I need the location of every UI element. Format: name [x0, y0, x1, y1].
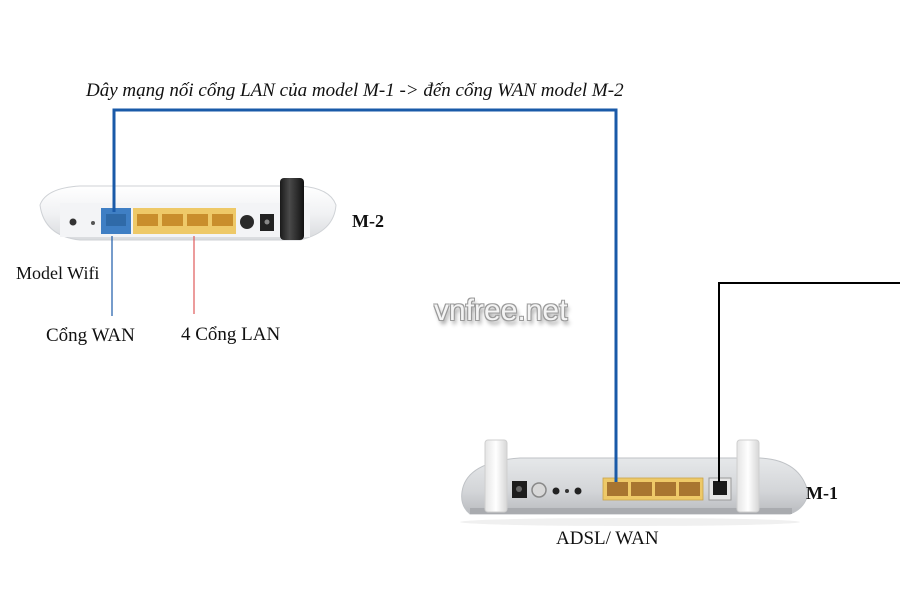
lan-port-sockets-m1 — [607, 482, 700, 496]
cable-line-external — [718, 282, 900, 482]
lan-port-sockets-m2 — [137, 214, 233, 226]
antenna-right-m1 — [736, 439, 760, 513]
label-lan-ports: 4 Cổng LAN — [181, 324, 281, 345]
power-switch-m2 — [240, 215, 254, 229]
power-switch-m1 — [531, 482, 547, 498]
antenna-m2 — [280, 178, 304, 240]
label-wan-port: Cổng WAN — [46, 325, 135, 346]
router-m2 — [39, 178, 337, 241]
antenna-left-m1 — [484, 439, 508, 513]
cable-lan-to-wan — [112, 108, 618, 482]
label-model-wifi: Model Wifi — [16, 263, 100, 283]
label-adsl-wan: ADSL/ WAN — [556, 528, 659, 549]
label-m1: M-1 — [806, 483, 838, 503]
reset-button — [69, 218, 77, 226]
watermark: vnfree.net — [434, 294, 568, 327]
diagram-caption: Dây mạng nối cổng LAN của model M-1 -> đ… — [86, 80, 624, 101]
router-m1 — [460, 439, 809, 526]
label-m2: M-2 — [352, 211, 384, 231]
